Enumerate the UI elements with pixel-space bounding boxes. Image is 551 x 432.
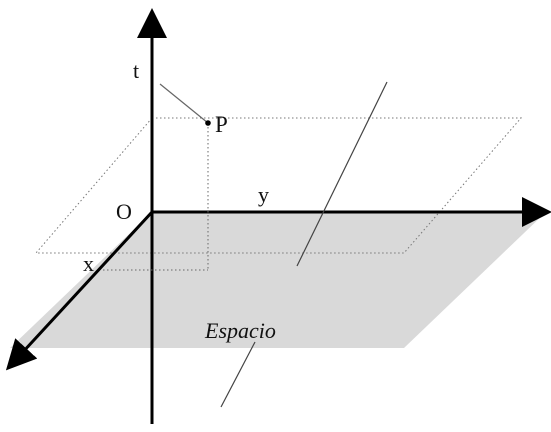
t-label: t (133, 58, 139, 83)
p-label: P (215, 112, 228, 137)
x-label: x (83, 251, 94, 276)
p-t-guide (159, 83, 209, 124)
oblique-line-upper (296, 81, 388, 267)
origin-label: O (116, 199, 132, 224)
espacio-plane (10, 212, 546, 348)
x-axis (5, 210, 154, 371)
plane-label: Espacio (204, 318, 276, 343)
y-label: y (258, 182, 269, 207)
oblique-line-lower (220, 341, 256, 408)
point-p (205, 120, 211, 126)
